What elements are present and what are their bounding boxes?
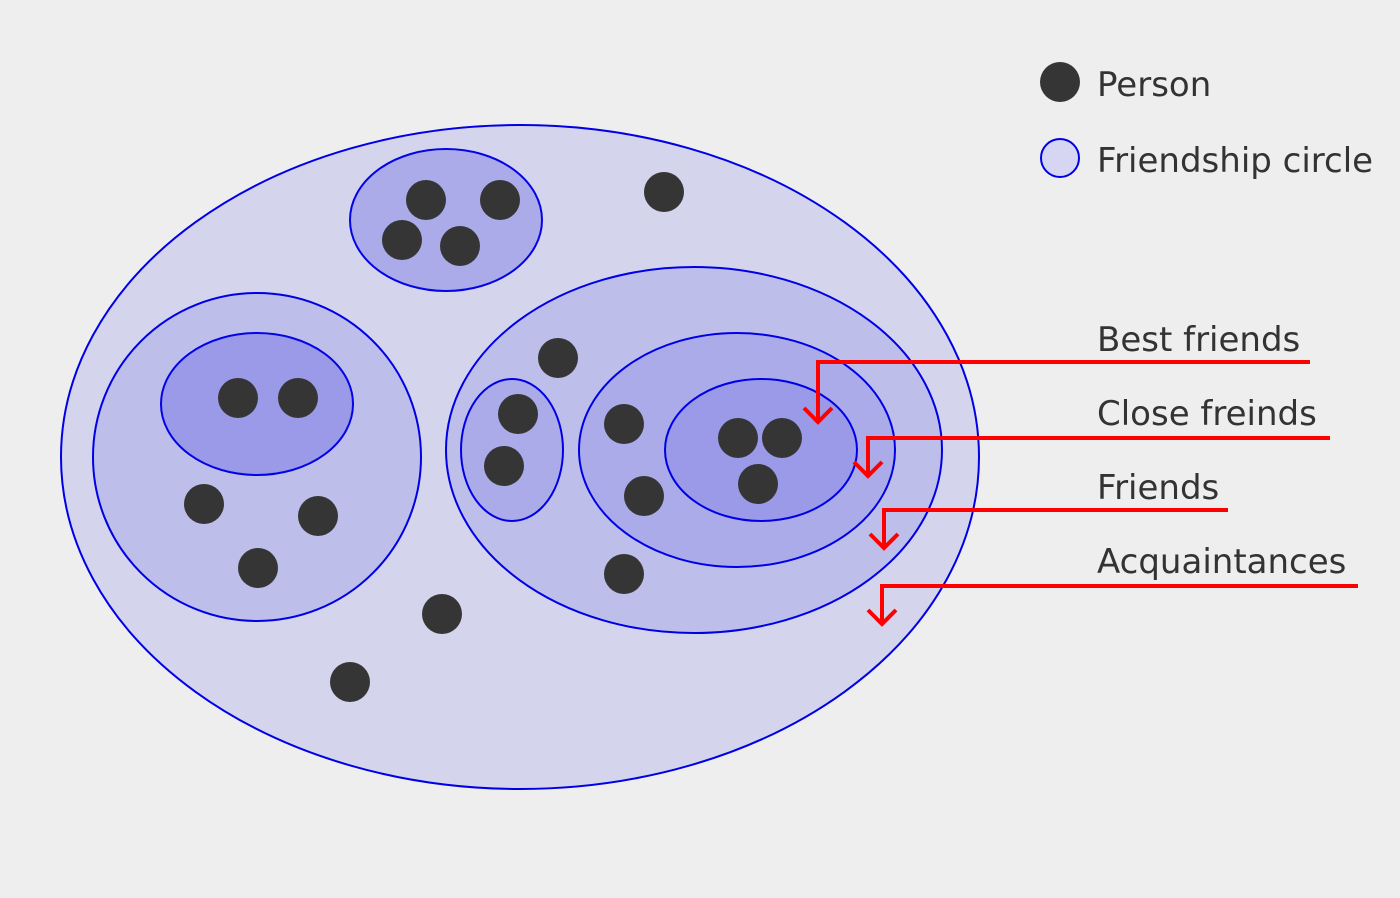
person (184, 484, 224, 524)
person (624, 476, 664, 516)
top-group-inner-fill (350, 149, 542, 291)
circle-outline-icon (1040, 138, 1080, 178)
person (440, 226, 480, 266)
legend-label-friendship-circle: Friendship circle (1097, 141, 1373, 181)
person (738, 464, 778, 504)
person (298, 496, 338, 536)
friends-leader (868, 508, 1228, 551)
acquaintances-leader (866, 584, 1358, 627)
person (278, 378, 318, 418)
person (484, 446, 524, 486)
left-friends-circle (92, 292, 422, 622)
person (406, 180, 446, 220)
level-label-close-friends: Close freinds (1097, 394, 1317, 434)
person (644, 172, 684, 212)
level-leaders (802, 360, 1358, 627)
level-label-best-friends: Best friends (1097, 320, 1300, 360)
level-label-friends: Friends (1097, 468, 1219, 508)
person (480, 180, 520, 220)
person (762, 418, 802, 458)
person (330, 662, 370, 702)
persons (184, 172, 802, 702)
person-dot-icon (1040, 62, 1080, 102)
best-friends-leader (802, 360, 1310, 425)
person (238, 548, 278, 588)
person (604, 404, 644, 444)
person (498, 394, 538, 434)
person (718, 418, 758, 458)
person (604, 554, 644, 594)
close-friends-leader (852, 436, 1330, 479)
person (422, 594, 462, 634)
person (218, 378, 258, 418)
legend: Person Friendship circle (1040, 62, 1373, 181)
level-label-acquaintances: Acquaintances (1097, 542, 1346, 582)
person (382, 220, 422, 260)
legend-label-person: Person (1097, 65, 1211, 105)
person (538, 338, 578, 378)
